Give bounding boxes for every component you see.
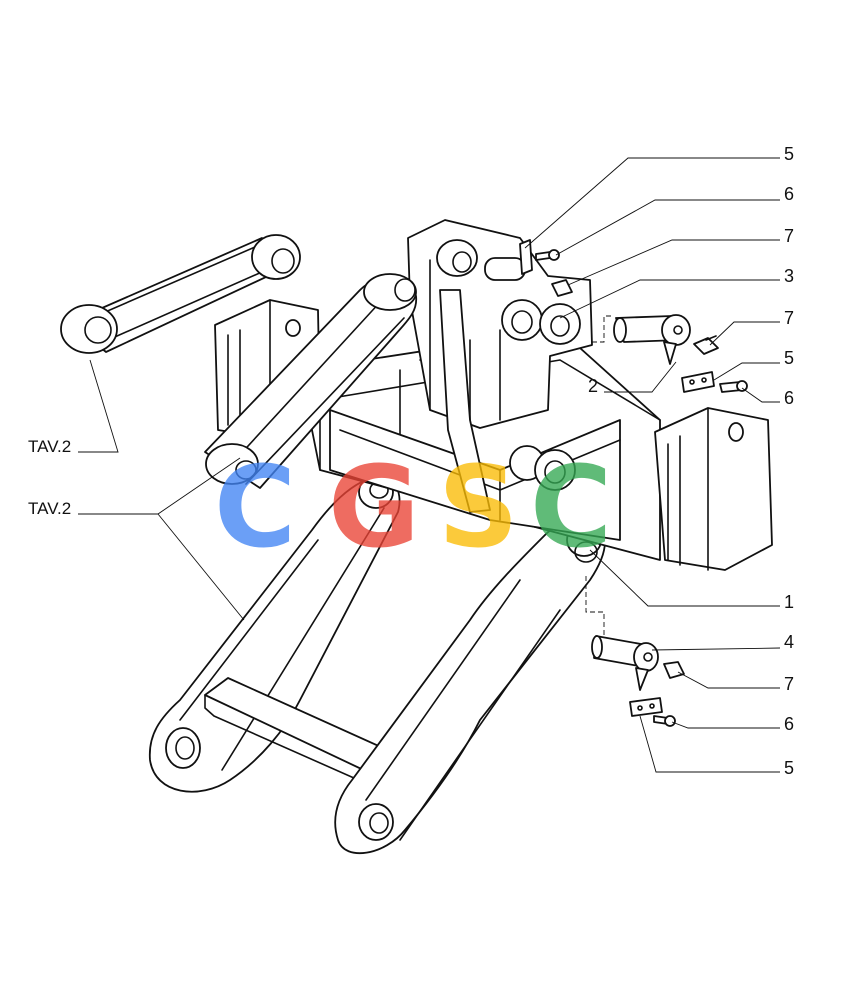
callout-4: 3 (784, 266, 794, 286)
main-frame (204, 219, 773, 571)
callout-7: 2 (588, 376, 598, 396)
bolt-lower-7 (663, 661, 685, 679)
pin-lower (591, 635, 659, 691)
callout-8: 6 (784, 388, 794, 408)
callout-6: 5 (784, 348, 794, 368)
reference-tav2-lower: TAV.2 (28, 499, 71, 518)
callout-12: 6 (784, 714, 794, 734)
callout-labels: 5 6 7 3 7 5 2 6 1 4 7 6 5 TAV.2 TAV.2 (28, 144, 794, 778)
lift-arms (148, 475, 606, 855)
reference-tav2-upper: TAV.2 (28, 437, 71, 456)
watermark-letter-c: C (214, 443, 296, 573)
callout-10: 4 (784, 632, 794, 652)
callout-5: 7 (784, 308, 794, 328)
bolt-upper-6 (719, 380, 748, 393)
callout-3: 7 (784, 226, 794, 246)
leader-lines (78, 157, 781, 773)
plate-upper-5 (681, 371, 715, 393)
callout-13: 5 (784, 758, 794, 778)
bolt-top-6 (535, 249, 560, 261)
bolt-lower-6 (653, 715, 676, 727)
bracket-top-5 (519, 239, 533, 275)
link-rod (60, 234, 301, 354)
watermark-letter-c2: C (530, 443, 612, 573)
callout-2: 6 (784, 184, 794, 204)
pin-upper (613, 314, 691, 365)
watermark-letter-g: G (328, 443, 420, 573)
bolt-upper-7 (693, 335, 719, 355)
watermark: C G S C (214, 443, 612, 573)
callout-11: 7 (784, 674, 794, 694)
callout-1: 5 (784, 144, 794, 164)
watermark-letter-s: S (438, 443, 519, 573)
bolt-top-7 (551, 279, 573, 297)
plate-lower-5 (629, 697, 663, 717)
callout-9: 1 (784, 592, 794, 612)
